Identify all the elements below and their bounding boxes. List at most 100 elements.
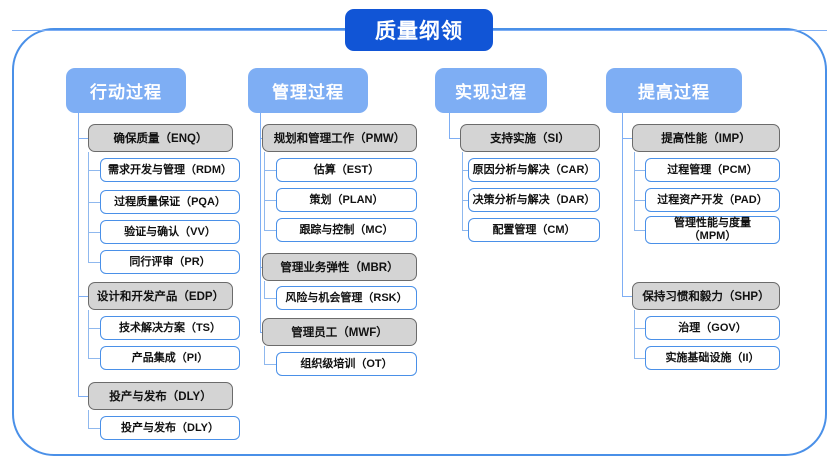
group-box-action-1[interactable]: 设计和开发产品（EDP） — [88, 282, 233, 310]
connector-vertical — [88, 310, 89, 358]
leaf-box-label: 需求开发与管理（RDM） — [107, 163, 233, 176]
leaf-box-action-0-3[interactable]: 同行评审（PR） — [100, 250, 240, 274]
connector-vertical — [462, 152, 463, 230]
leaf-box-label: 技术解决方案（TS） — [118, 321, 222, 334]
connector-vertical — [634, 310, 635, 358]
leaf-box-label: 原因分析与解决（CAR） — [472, 163, 596, 176]
connector-vertical — [88, 152, 89, 262]
group-box-label: 保持习惯和毅力（SHP） — [642, 291, 770, 303]
connector-horizontal — [462, 170, 468, 171]
leaf-box-label: 跟踪与控制（MC） — [299, 223, 394, 236]
leaf-box-label: 管理性能与度量 （MPM） — [674, 217, 751, 242]
connector-horizontal — [88, 262, 100, 263]
leaf-box-manage-0-2[interactable]: 跟踪与控制（MC） — [276, 218, 417, 242]
leaf-box-label: 过程管理（PCM） — [667, 163, 758, 176]
connector-horizontal — [260, 332, 262, 333]
connector-horizontal — [622, 138, 632, 139]
connector-vertical — [88, 410, 89, 428]
connector-horizontal — [634, 170, 645, 171]
connector-horizontal — [78, 138, 88, 139]
leaf-box-label: 治理（GOV） — [678, 321, 747, 334]
leaf-box-label: 配置管理（CM） — [492, 223, 576, 236]
connector-horizontal — [634, 230, 645, 231]
connector-vertical — [78, 113, 79, 396]
connector-vertical — [634, 152, 635, 230]
connector-horizontal — [88, 170, 100, 171]
connector-horizontal — [78, 396, 88, 397]
leaf-box-manage-0-1[interactable]: 策划（PLAN） — [276, 188, 417, 212]
leaf-box-action-0-0[interactable]: 需求开发与管理（RDM） — [100, 158, 240, 182]
group-box-manage-1[interactable]: 管理业务弹性（MBR） — [262, 253, 417, 281]
group-box-manage-0[interactable]: 规划和管理工作（PMW） — [262, 124, 417, 152]
leaf-box-label: 实施基础设施（II） — [665, 351, 760, 364]
group-box-improve-0[interactable]: 提高性能（IMP） — [632, 124, 780, 152]
connector-vertical — [264, 152, 265, 230]
root-title-box[interactable]: 质量纲领 — [345, 9, 493, 51]
group-box-improve-1[interactable]: 保持习惯和毅力（SHP） — [632, 282, 780, 310]
connector-horizontal — [264, 230, 276, 231]
connector-horizontal — [260, 138, 262, 139]
group-box-realize-0[interactable]: 支持实施（SI） — [460, 124, 600, 152]
group-box-label: 设计和开发产品（EDP） — [96, 291, 225, 303]
leaf-box-realize-0-1[interactable]: 决策分析与解决（DAR） — [468, 188, 600, 212]
column-header-manage[interactable]: 管理过程 — [248, 68, 368, 113]
leaf-box-label: 投产与发布（DLY） — [121, 421, 219, 434]
leaf-box-improve-0-1[interactable]: 过程资产开发（PAD） — [645, 188, 780, 212]
leaf-box-action-0-1[interactable]: 过程质量保证（PQA） — [100, 190, 240, 214]
leaf-box-action-1-0[interactable]: 技术解决方案（TS） — [100, 316, 240, 340]
leaf-box-label: 同行评审（PR） — [129, 255, 211, 268]
group-box-label: 管理员工（MWF） — [291, 327, 388, 339]
leaf-box-label: 风险与机会管理（RSK） — [285, 291, 408, 304]
leaf-box-action-2-0[interactable]: 投产与发布（DLY） — [100, 416, 240, 440]
leaf-box-action-1-1[interactable]: 产品集成（PI） — [100, 346, 240, 370]
group-box-manage-2[interactable]: 管理员工（MWF） — [262, 318, 417, 346]
column-header-improve[interactable]: 提高过程 — [606, 68, 742, 113]
connector-horizontal — [78, 296, 88, 297]
connector-horizontal — [462, 230, 468, 231]
leaf-box-manage-2-0[interactable]: 组织级培训（OT） — [276, 352, 417, 376]
connector-horizontal — [88, 202, 100, 203]
leaf-box-manage-0-0[interactable]: 估算（EST） — [276, 158, 417, 182]
connector-horizontal — [88, 428, 100, 429]
leaf-box-action-0-2[interactable]: 验证与确认（VV） — [100, 220, 240, 244]
leaf-box-realize-0-2[interactable]: 配置管理（CM） — [468, 218, 600, 242]
connector-horizontal — [634, 328, 645, 329]
leaf-box-label: 决策分析与解决（DAR） — [472, 193, 596, 206]
connector-horizontal — [622, 296, 632, 297]
group-box-label: 管理业务弹性（MBR） — [280, 262, 399, 274]
connector-horizontal — [449, 138, 460, 139]
group-box-action-2[interactable]: 投产与发布（DLY） — [88, 382, 233, 410]
leaf-box-improve-1-1[interactable]: 实施基础设施（II） — [645, 346, 780, 370]
leaf-box-label: 组织级培训（OT） — [300, 357, 393, 370]
connector-horizontal — [264, 200, 276, 201]
connector-horizontal — [634, 200, 645, 201]
group-box-label: 规划和管理工作（PMW） — [273, 133, 406, 145]
leaf-box-manage-1-0[interactable]: 风险与机会管理（RSK） — [276, 286, 417, 310]
connector-horizontal — [634, 358, 645, 359]
connector-horizontal — [264, 364, 276, 365]
connector-horizontal — [264, 170, 276, 171]
leaf-box-improve-0-0[interactable]: 过程管理（PCM） — [645, 158, 780, 182]
leaf-box-improve-0-2[interactable]: 管理性能与度量 （MPM） — [645, 216, 780, 244]
column-header-realize[interactable]: 实现过程 — [435, 68, 547, 113]
leaf-box-realize-0-0[interactable]: 原因分析与解决（CAR） — [468, 158, 600, 182]
column-header-label: 行动过程 — [90, 83, 162, 102]
column-header-action[interactable]: 行动过程 — [66, 68, 186, 113]
connector-horizontal — [462, 200, 468, 201]
leaf-box-label: 过程资产开发（PAD） — [657, 193, 768, 206]
leaf-box-label: 过程质量保证（PQA） — [114, 195, 226, 208]
group-box-action-0[interactable]: 确保质量（ENQ） — [88, 124, 233, 152]
connector-vertical — [264, 346, 265, 364]
connector-horizontal — [493, 30, 827, 31]
connector-horizontal — [264, 298, 276, 299]
leaf-box-improve-1-0[interactable]: 治理（GOV） — [645, 316, 780, 340]
column-header-label: 实现过程 — [455, 83, 527, 102]
column-header-label: 管理过程 — [272, 83, 344, 102]
connector-horizontal — [12, 30, 345, 31]
group-box-label: 确保质量（ENQ） — [113, 133, 208, 145]
connector-vertical — [264, 281, 265, 298]
leaf-box-label: 验证与确认（VV） — [124, 225, 216, 238]
connector-vertical — [449, 113, 450, 138]
root-title-label: 质量纲领 — [375, 20, 463, 43]
